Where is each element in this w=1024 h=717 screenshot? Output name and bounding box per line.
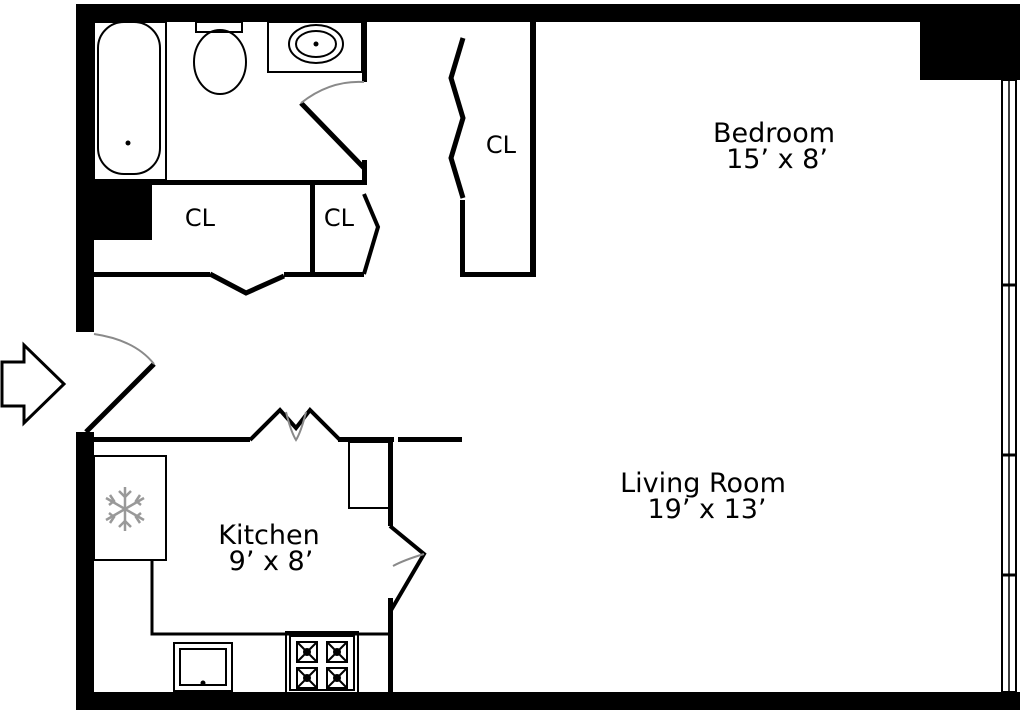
refrigerator (93, 455, 167, 561)
room-labels: Bedroom 15’ x 8’ Living Room 19’ x 13’ K… (218, 118, 835, 577)
kitchen-sink-icon (173, 642, 233, 692)
hall-closets: CL CL (94, 185, 381, 296)
kitchen-double-door[interactable] (248, 406, 342, 442)
small-closet-label: CL (324, 204, 355, 232)
kitchen-size: 9’ x 8’ (229, 546, 314, 577)
bathtub-drain (125, 140, 131, 146)
bathroom-door-swing (300, 80, 365, 104)
bathroom-sink-icon (288, 24, 344, 64)
entry-door-swing (93, 333, 155, 365)
small-closet-bifold-door[interactable] (362, 193, 381, 275)
bathroom (93, 21, 367, 185)
bottom-wall (76, 692, 1020, 710)
entry-arrow-icon (0, 341, 67, 427)
bedroom-closet-bifold-door[interactable] (448, 37, 466, 199)
bathtub-basin (97, 21, 161, 175)
toilet-tank (195, 21, 243, 33)
kitchen (93, 406, 462, 695)
entry (0, 333, 156, 434)
left-wall-lower (76, 432, 94, 710)
snowflake-icon (105, 487, 145, 531)
top-wall (76, 4, 1020, 22)
bedroom-closet: CL (448, 22, 536, 277)
entry-door[interactable] (84, 362, 156, 434)
hall-closet-label: CL (185, 204, 216, 232)
kitchen-side-door[interactable] (388, 524, 427, 614)
left-wall-upper (76, 4, 94, 332)
hall-closet-bifold-door[interactable] (208, 271, 286, 296)
bedroom-size: 15’ x 8’ (726, 144, 828, 175)
exterior-walls (76, 4, 1020, 710)
living-room-size: 19’ x 13’ (647, 494, 766, 525)
bathtub (93, 21, 167, 181)
bedroom-closet-label: CL (486, 131, 517, 159)
bathroom-door[interactable] (299, 101, 366, 170)
living-room-name: Living Room (620, 468, 786, 499)
window-wall (1001, 79, 1017, 693)
kitchen-name: Kitchen (218, 520, 319, 551)
pantry-cabinet (348, 441, 390, 509)
bathroom-pier (94, 184, 152, 240)
vanity (267, 21, 363, 73)
bedroom-name: Bedroom (713, 118, 835, 149)
stove-burners-icon (285, 631, 359, 695)
structural-column (920, 4, 1020, 80)
toilet-bowl (193, 29, 247, 95)
kitchen-counter (150, 560, 390, 636)
